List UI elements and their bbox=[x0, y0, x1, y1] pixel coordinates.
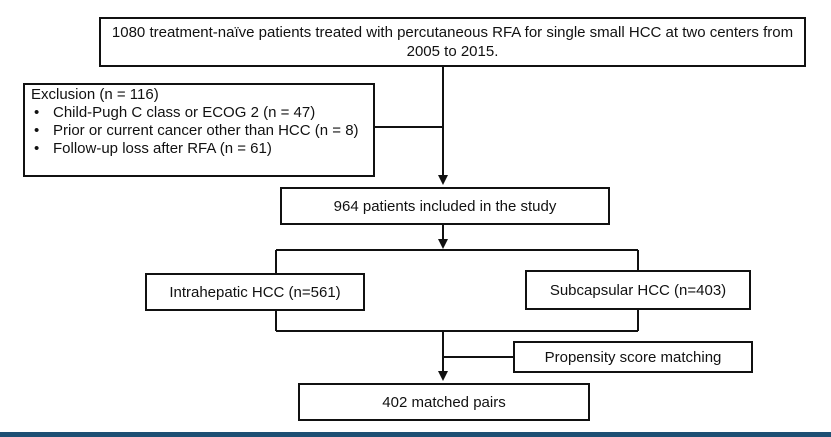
box-exclusion: Exclusion (n = 116) Child-Pugh C class o… bbox=[23, 83, 375, 177]
box-initial-cohort: 1080 treatment-naïve patients treated wi… bbox=[99, 17, 806, 67]
exclusion-item: Child-Pugh C class or ECOG 2 (n = 47) bbox=[31, 104, 367, 122]
box-subcapsular-hcc: Subcapsular HCC (n=403) bbox=[525, 270, 751, 310]
exclusion-item: Prior or current cancer other than HCC (… bbox=[31, 122, 367, 140]
exclusion-list: Child-Pugh C class or ECOG 2 (n = 47) Pr… bbox=[31, 104, 367, 158]
box-matched-pairs: 402 matched pairs bbox=[298, 383, 590, 421]
exclusion-title: Exclusion (n = 116) bbox=[31, 86, 159, 103]
bottom-bar bbox=[0, 432, 831, 437]
box-propensity-score-matching: Propensity score matching bbox=[513, 341, 753, 373]
intrahepatic-hcc-text: Intrahepatic HCC (n=561) bbox=[169, 283, 341, 301]
included-patients-text: 964 patients included in the study bbox=[333, 197, 557, 215]
initial-cohort-text: 1080 treatment-naïve patients treated wi… bbox=[111, 24, 794, 60]
box-intrahepatic-hcc: Intrahepatic HCC (n=561) bbox=[145, 273, 365, 311]
box-included-patients: 964 patients included in the study bbox=[280, 187, 610, 225]
subcapsular-hcc-text: Subcapsular HCC (n=403) bbox=[549, 281, 727, 299]
matched-pairs-text: 402 matched pairs bbox=[382, 393, 506, 411]
propensity-score-matching-text: Propensity score matching bbox=[544, 348, 722, 366]
exclusion-item: Follow-up loss after RFA (n = 61) bbox=[31, 140, 367, 158]
